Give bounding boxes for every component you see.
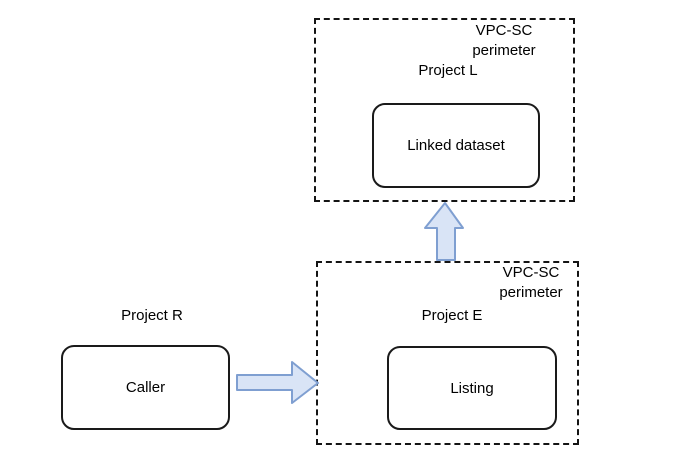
arrow-listing-to-linked-dataset-icon	[424, 202, 464, 261]
linked-dataset-node: Linked dataset	[372, 103, 540, 188]
vpc-sc-perimeter-bottom	[316, 261, 579, 445]
project-r-label: Project R	[121, 307, 183, 324]
arrow-caller-to-listing-icon	[236, 361, 319, 404]
project-l-label: Project L	[418, 62, 478, 79]
vpc-sc-perimeter-top	[314, 18, 575, 202]
linked-dataset-node-label: Linked dataset	[407, 137, 505, 154]
caller-node: Caller	[61, 345, 230, 430]
caller-node-label: Caller	[125, 379, 166, 396]
vpc-sc-perimeter-bottom-label: VPC-SC perimeter	[499, 264, 563, 301]
vpc-sc-perimeter-top-label: VPC-SC perimeter	[472, 22, 536, 59]
listing-node-label: Listing	[450, 379, 494, 397]
project-e-label: Project E	[421, 307, 483, 324]
listing-node: Listing	[387, 346, 557, 430]
